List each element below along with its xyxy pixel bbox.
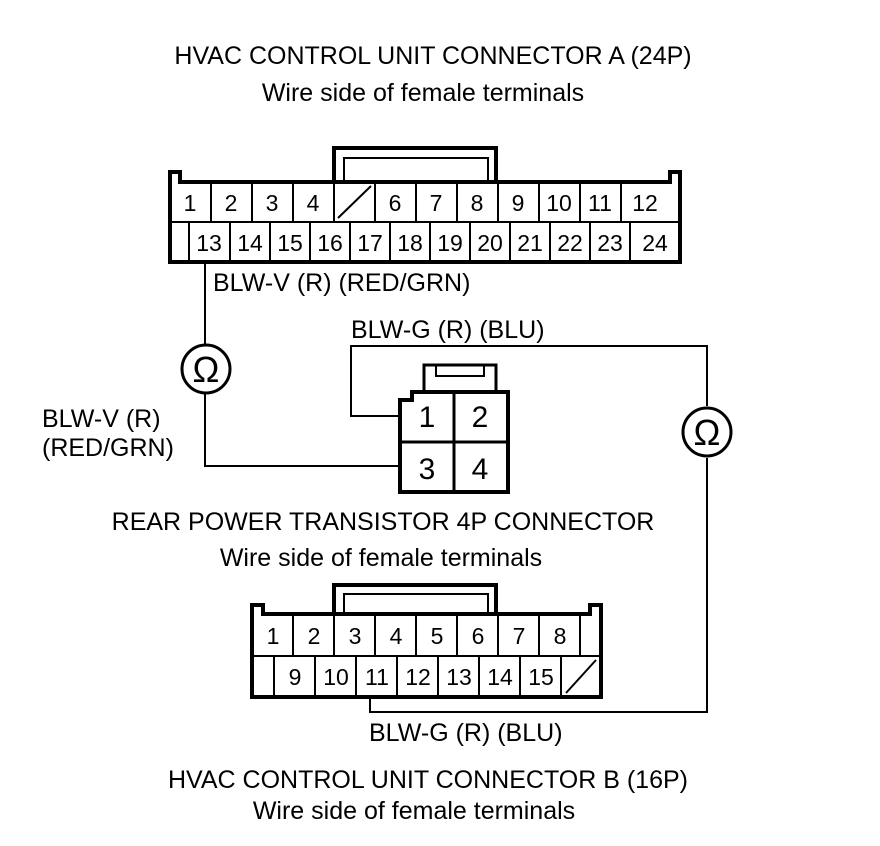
connector-b-pin: 6 — [472, 623, 485, 649]
connector-a-lock-tab — [332, 146, 498, 182]
transistor-pin-labels: 1 2 3 4 — [419, 401, 489, 486]
connector-b — [250, 583, 603, 699]
connector-a-top-dividers — [210, 182, 622, 222]
connector-a-pin: 22 — [557, 230, 583, 256]
connector-a-subtitle: Wire side of female terminals — [261, 79, 585, 107]
connector-b-pin: 10 — [323, 664, 349, 690]
connector-b-body — [250, 603, 603, 699]
connector-b-pin: 9 — [289, 664, 302, 690]
connector-a-bottom-pin-labels: 13 14 15 16 17 18 19 20 21 22 23 24 — [196, 230, 668, 256]
connector-b-pin: 13 — [446, 664, 472, 690]
wire-label-blwv-top: BLW-V (R) (RED/GRN) — [213, 269, 471, 297]
transistor-pin: 3 — [419, 453, 436, 486]
wire-blwg-upper — [350, 345, 708, 417]
wires — [204, 262, 708, 713]
transistor-connector — [398, 363, 510, 494]
connector-a-pin: 23 — [597, 230, 623, 256]
ohm-icon: Ω — [694, 412, 721, 453]
connector-a-pin: 10 — [546, 190, 572, 216]
wire-label-blwv-side-2: (RED/GRN) — [42, 434, 174, 462]
connector-a-lock-tab-inner — [343, 157, 489, 182]
connector-a-pin: 17 — [357, 230, 383, 256]
connector-b-bottom-dividers — [273, 656, 562, 697]
ohm-icon: Ω — [193, 349, 220, 390]
wire-label-blwv-side-1: BLW-V (R) — [42, 405, 161, 433]
connector-a-bottom-dividers — [188, 222, 631, 262]
connector-b-empty-cavity-slash — [565, 659, 597, 694]
connector-b-pin: 11 — [365, 664, 389, 690]
connector-b-pin: 15 — [528, 664, 554, 690]
wire-label-blwg-bottom: BLW-G (R) (BLU) — [369, 719, 563, 747]
connector-a-pin: 2 — [225, 190, 238, 216]
connector-a-pin: 16 — [317, 230, 343, 256]
transistor-body — [398, 390, 510, 494]
transistor-pin: 1 — [419, 401, 436, 434]
connector-b-pin: 5 — [431, 623, 444, 649]
connector-a-pin: 18 — [397, 230, 423, 256]
transistor-lock-tab — [422, 363, 498, 392]
connector-a-pin: 9 — [512, 190, 525, 216]
wire-blwg-lower — [369, 458, 708, 713]
connector-a-pin: 11 — [588, 190, 612, 216]
connector-a-pin: 19 — [437, 230, 463, 256]
transistor-pin: 4 — [472, 453, 489, 486]
wire-blwv-lower — [204, 393, 400, 467]
connector-b-pin: 4 — [390, 623, 403, 649]
connector-a-pin: 6 — [389, 190, 402, 216]
transistor-subtitle: Wire side of female terminals — [219, 544, 543, 572]
connector-a-pin: 21 — [517, 230, 543, 256]
connector-b-pin: 2 — [308, 623, 321, 649]
connector-a-pin: 24 — [642, 230, 668, 256]
connector-a-pin: 7 — [430, 190, 443, 216]
connector-b-pin: 14 — [487, 664, 513, 690]
connector-b-lock-tab — [332, 583, 498, 614]
connector-a — [168, 146, 682, 264]
connector-a-pin: 14 — [237, 230, 263, 256]
connector-a-pin: 13 — [196, 230, 222, 256]
connector-b-pin: 12 — [405, 664, 431, 690]
wire-label-blwg-top: BLW-G (R) (BLU) — [351, 316, 545, 344]
transistor-pin: 2 — [472, 401, 489, 434]
connector-b-bottom-pin-labels: 9 10 11 12 13 14 15 — [289, 664, 554, 690]
connector-a-pin: 20 — [477, 230, 503, 256]
connector-b-pin: 1 — [267, 623, 280, 649]
connector-a-pin: 3 — [266, 190, 279, 216]
connector-a-top-pin-labels: 1 2 3 4 6 7 8 9 10 11 12 — [184, 190, 658, 216]
transistor-lock-tab-inner — [435, 365, 485, 377]
connector-b-pin: 8 — [554, 623, 567, 649]
connector-b-subtitle: Wire side of female terminals — [252, 797, 576, 825]
connector-b-pin: 3 — [349, 623, 362, 649]
connector-b-top-pin-labels: 1 2 3 4 5 6 7 8 — [267, 623, 567, 649]
connector-b-title: HVAC CONTROL UNIT CONNECTOR B (16P) — [168, 766, 688, 794]
connector-a-pin: 4 — [307, 190, 320, 216]
connector-a-pin: 8 — [471, 190, 484, 216]
connector-a-pin: 15 — [277, 230, 303, 256]
connector-a-pin: 12 — [632, 190, 658, 216]
connector-a-empty-cavity-slash — [337, 185, 372, 219]
transistor-title: REAR POWER TRANSISTOR 4P CONNECTOR — [111, 508, 655, 536]
connector-a-pin: 1 — [184, 190, 197, 216]
connector-b-lock-tab-inner — [343, 593, 489, 614]
ohmmeter-right: Ω — [681, 406, 733, 458]
connector-a-body — [168, 170, 682, 264]
connector-a-title: HVAC CONTROL UNIT CONNECTOR A (24P) — [174, 42, 692, 70]
connector-b-pin: 7 — [513, 623, 526, 649]
ohmmeter-left: Ω — [180, 343, 232, 395]
connector-b-top-dividers — [292, 614, 581, 656]
